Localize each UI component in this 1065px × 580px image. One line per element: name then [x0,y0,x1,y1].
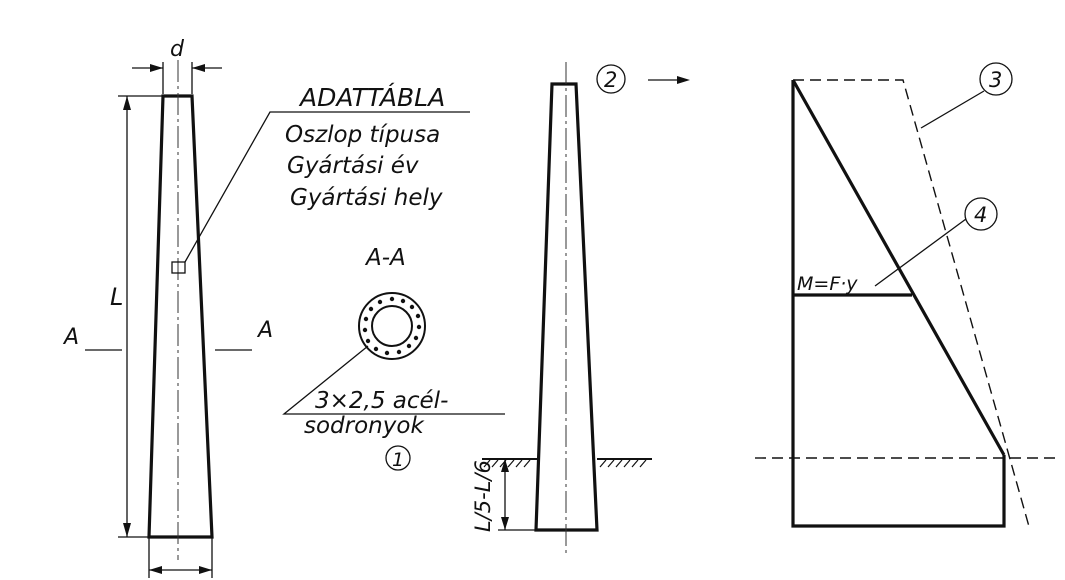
ground-hatching [483,459,647,468]
section-inner-circle [371,305,413,347]
embed-dim-arrow-top [501,459,509,472]
pole-outline-left [147,94,214,539]
section-outer-circle [358,292,426,360]
dim-bottom-arrow-left [149,566,162,574]
nameplate-text: ADATTÁBLA Oszlop típusa Gyártási év Gyár… [285,83,445,211]
marker-2-label: 2 [604,68,617,92]
nameplate-line-3: Gyártási hely [290,185,443,211]
section-label-right: A [256,318,273,343]
embed-depth-label: L/5-L/6 [471,460,495,532]
pole-elevation: d L A A [62,37,470,578]
nameplate-marker [171,261,186,274]
steel-strands [362,296,422,356]
dim-bottom-arrow-right [199,566,212,574]
embedded-pole: L/5-L/6 1 2 [385,62,690,555]
marker-4-circle [964,197,998,231]
nameplate-title: ADATTÁBLA [298,83,445,112]
pole-outline-middle [534,82,599,532]
marker-4-leader [874,218,967,287]
force-arrow-head [677,76,690,84]
marker-1-circle [385,445,411,471]
nameplate-line-1: Oszlop típusa [285,122,440,148]
dim-d-arrow-right [192,64,205,72]
marker-2-circle [596,64,626,94]
cross-section-title: A-A [364,245,406,271]
marker-1-label: 1 [392,449,404,471]
strand-leader [282,345,505,415]
marker-4-label: 4 [974,203,987,227]
marker-3-leader [920,90,985,129]
strand-label-2: sodronyok [304,413,425,439]
strand-label-1: 3×2,5 acél- [315,388,448,414]
diagram-left-edge [791,80,1006,528]
nameplate-line-2: Gyártási év [287,153,419,179]
dashed-envelope [793,79,1031,531]
cross-section: A-A 3×2,5 acél- sodronyok [282,245,505,439]
nameplate-leader [184,111,470,263]
marker-3-circle [979,62,1013,96]
dim-d-label: d [170,37,185,62]
embed-dim-arrow-bottom [501,517,509,530]
dim-d-arrow-left [150,64,163,72]
moment-diagram: M=F·y 3 4 [755,62,1060,531]
moment-label: M=F·y [797,273,858,295]
moment-diagonal [791,79,1006,456]
dim-L-arrow-top [123,96,131,110]
marker-3-label: 3 [989,68,1002,92]
dim-L-arrow-bottom [123,523,131,537]
section-label-left: A [62,325,79,350]
dim-L-label: L [110,283,123,311]
